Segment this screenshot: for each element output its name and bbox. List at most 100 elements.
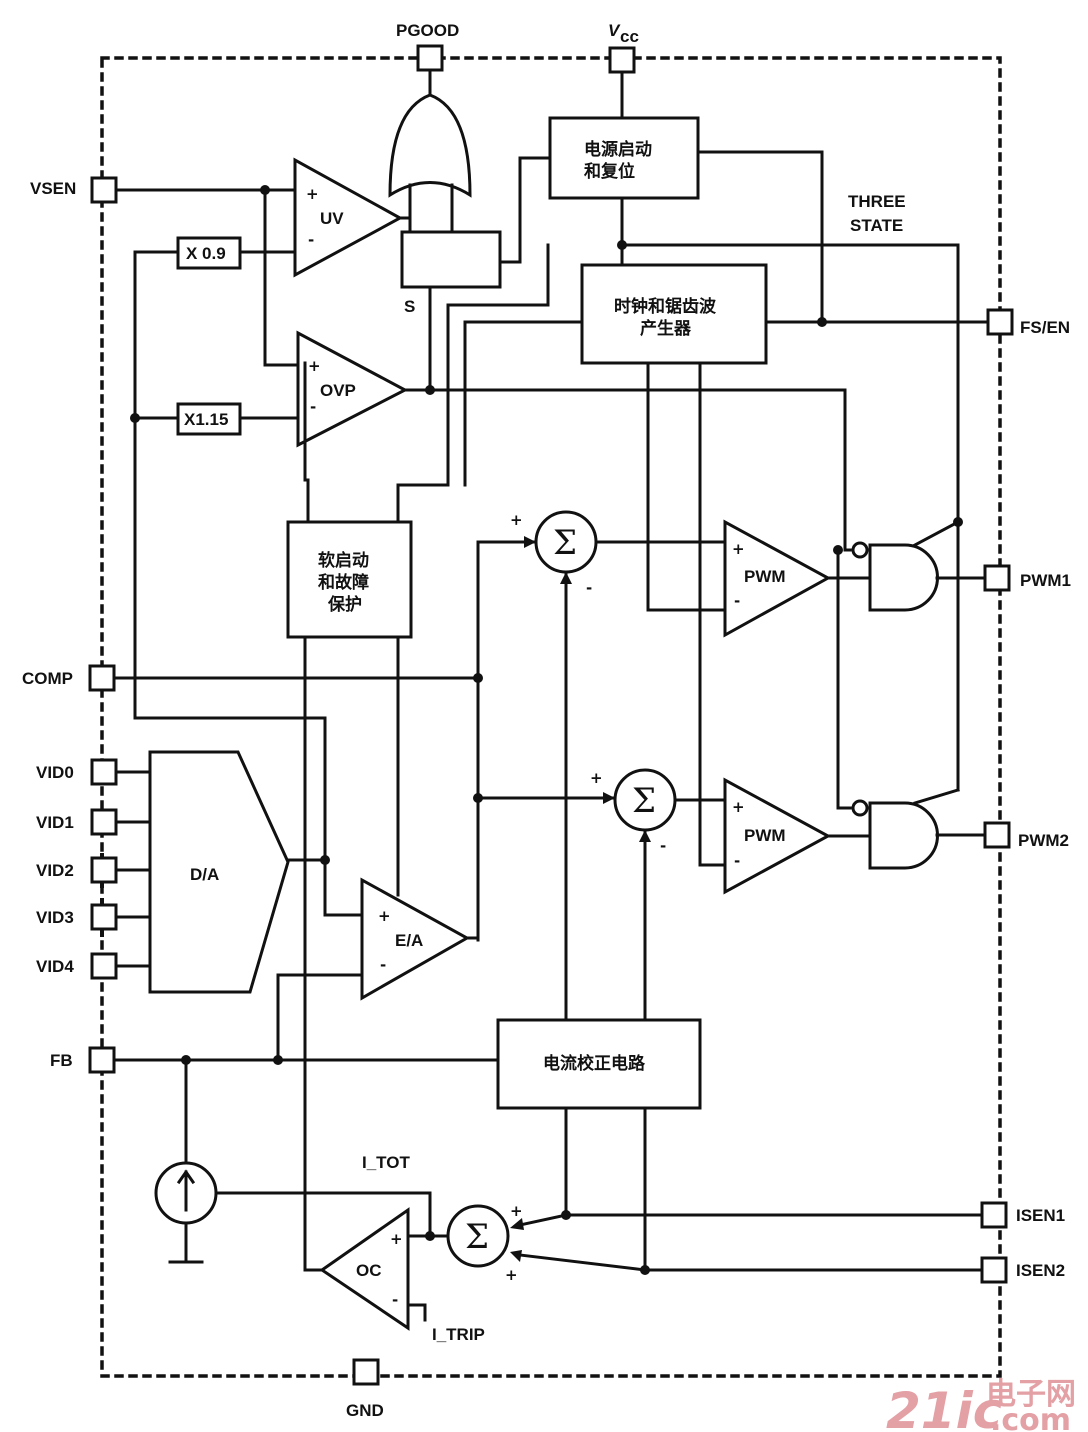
power-reset-block	[548, 116, 700, 200]
pin-gnd	[352, 1358, 380, 1386]
ea-plus: +	[378, 907, 391, 925]
sigma-2: Σ	[632, 781, 656, 821]
ovp-minus: -	[310, 398, 316, 416]
pin-pwm1	[983, 564, 1011, 592]
pwm2-label: PWM2	[1018, 831, 1069, 850]
pin-vcc	[608, 46, 636, 74]
vid4-label: VID4	[36, 957, 74, 976]
uv-plus: +	[306, 185, 319, 203]
clock-text-1: 时钟和锯齿波	[614, 296, 717, 317]
latch-block	[400, 230, 502, 289]
junction-dot	[181, 1055, 191, 1065]
pin-pgood	[416, 44, 444, 72]
sum2-plus: +	[590, 769, 603, 787]
pin-vid0	[90, 758, 118, 786]
oc-plus: +	[390, 1230, 403, 1248]
junction-dot	[425, 1231, 435, 1241]
comp-label: COMP	[22, 669, 73, 688]
da-text: D/A	[190, 865, 219, 884]
fs-en-label: FS/EN	[1020, 318, 1070, 337]
pin-fb	[88, 1046, 116, 1074]
and-gate-2	[868, 801, 939, 870]
state-label: STATE	[850, 216, 903, 235]
s-label: S	[404, 297, 415, 316]
sum2-minus: -	[660, 837, 666, 855]
power-reset-text-1: 电源启动	[584, 139, 652, 160]
summer-3	[446, 1204, 510, 1268]
chip-boundary	[100, 56, 1002, 1378]
junction-dot	[473, 673, 483, 683]
clock-text-2: 产生器	[640, 318, 692, 339]
arrowhead	[603, 792, 615, 804]
pwm1-label: PWM1	[1020, 571, 1071, 590]
current-correction-block	[496, 1018, 702, 1110]
arrowhead	[560, 572, 572, 584]
clock-block	[580, 263, 768, 365]
x115-text: X1.15	[184, 410, 228, 429]
softstart-block	[286, 520, 413, 639]
pwm-bottom-text: PWM	[744, 826, 786, 845]
watermark-cn: 电子网	[986, 1377, 1076, 1412]
ovp-comparator	[296, 330, 409, 448]
junction-dot	[320, 855, 330, 865]
uv-minus: -	[308, 231, 314, 249]
pwm-top-text: PWM	[744, 567, 786, 586]
current-correct-text: 电流校正电路	[543, 1053, 646, 1074]
softstart-text-2: 和故障	[318, 572, 369, 593]
arrowhead	[524, 536, 536, 548]
sum1-minus: -	[586, 579, 592, 597]
and-gate-1	[868, 543, 939, 612]
junction-dot	[640, 1265, 650, 1275]
arrowhead	[510, 1250, 522, 1262]
pwm1-minus: -	[734, 592, 740, 610]
pwm1-plus: +	[732, 540, 745, 558]
junction-dot	[833, 545, 843, 555]
junction-dot	[817, 317, 827, 327]
softstart-text-1: 软启动	[318, 550, 369, 571]
pin-vid1	[90, 808, 118, 836]
pin-isen2	[980, 1256, 1008, 1284]
i-tot-label: I_TOT	[362, 1153, 410, 1172]
vcc-label: V	[608, 21, 621, 40]
vid0-label: VID0	[36, 763, 74, 782]
watermark-brand: 21ic	[886, 1382, 1003, 1432]
sum3-plus-top: +	[510, 1202, 523, 1220]
sigma-1: Σ	[553, 523, 577, 563]
x09-text: X 0.9	[186, 244, 226, 263]
softstart-text-3: 保护	[327, 594, 362, 615]
isen2-label: ISEN2	[1016, 1261, 1065, 1280]
or-gate	[388, 93, 472, 198]
pin-vid3	[90, 903, 118, 931]
uv-comparator	[293, 157, 404, 278]
junction-dot	[561, 1210, 571, 1220]
junction-dot	[273, 1055, 283, 1065]
fb-label: FB	[50, 1051, 73, 1070]
vid1-label: VID1	[36, 813, 74, 832]
oc-text: OC	[356, 1261, 382, 1280]
oc-minus: -	[392, 1291, 398, 1309]
power-reset-text-2: 和复位	[584, 161, 635, 182]
gnd-label: GND	[346, 1401, 384, 1420]
pin-comp	[88, 664, 116, 692]
oc-comparator	[319, 1207, 410, 1331]
junction-dot	[260, 185, 270, 195]
sigma-3: Σ	[465, 1217, 489, 1257]
watermark-dotcom: .com	[990, 1403, 1071, 1432]
ea-text: E/A	[395, 931, 423, 950]
da-converter	[148, 750, 290, 994]
pin-pwm2	[983, 821, 1011, 849]
vid2-label: VID2	[36, 861, 74, 880]
junction-dot	[473, 793, 483, 803]
junction-dot	[617, 240, 627, 250]
arrowhead	[510, 1218, 524, 1230]
pin-vid2	[90, 856, 118, 884]
vcc-subscript: cc	[620, 27, 639, 46]
isen1-label: ISEN1	[1016, 1206, 1065, 1225]
pin-fs-en	[986, 308, 1014, 336]
pin-vid4	[90, 952, 118, 980]
pwm2-comparator	[723, 777, 832, 895]
junction-dot	[130, 413, 140, 423]
pin-isen1	[980, 1201, 1008, 1229]
arrowhead	[639, 830, 651, 842]
